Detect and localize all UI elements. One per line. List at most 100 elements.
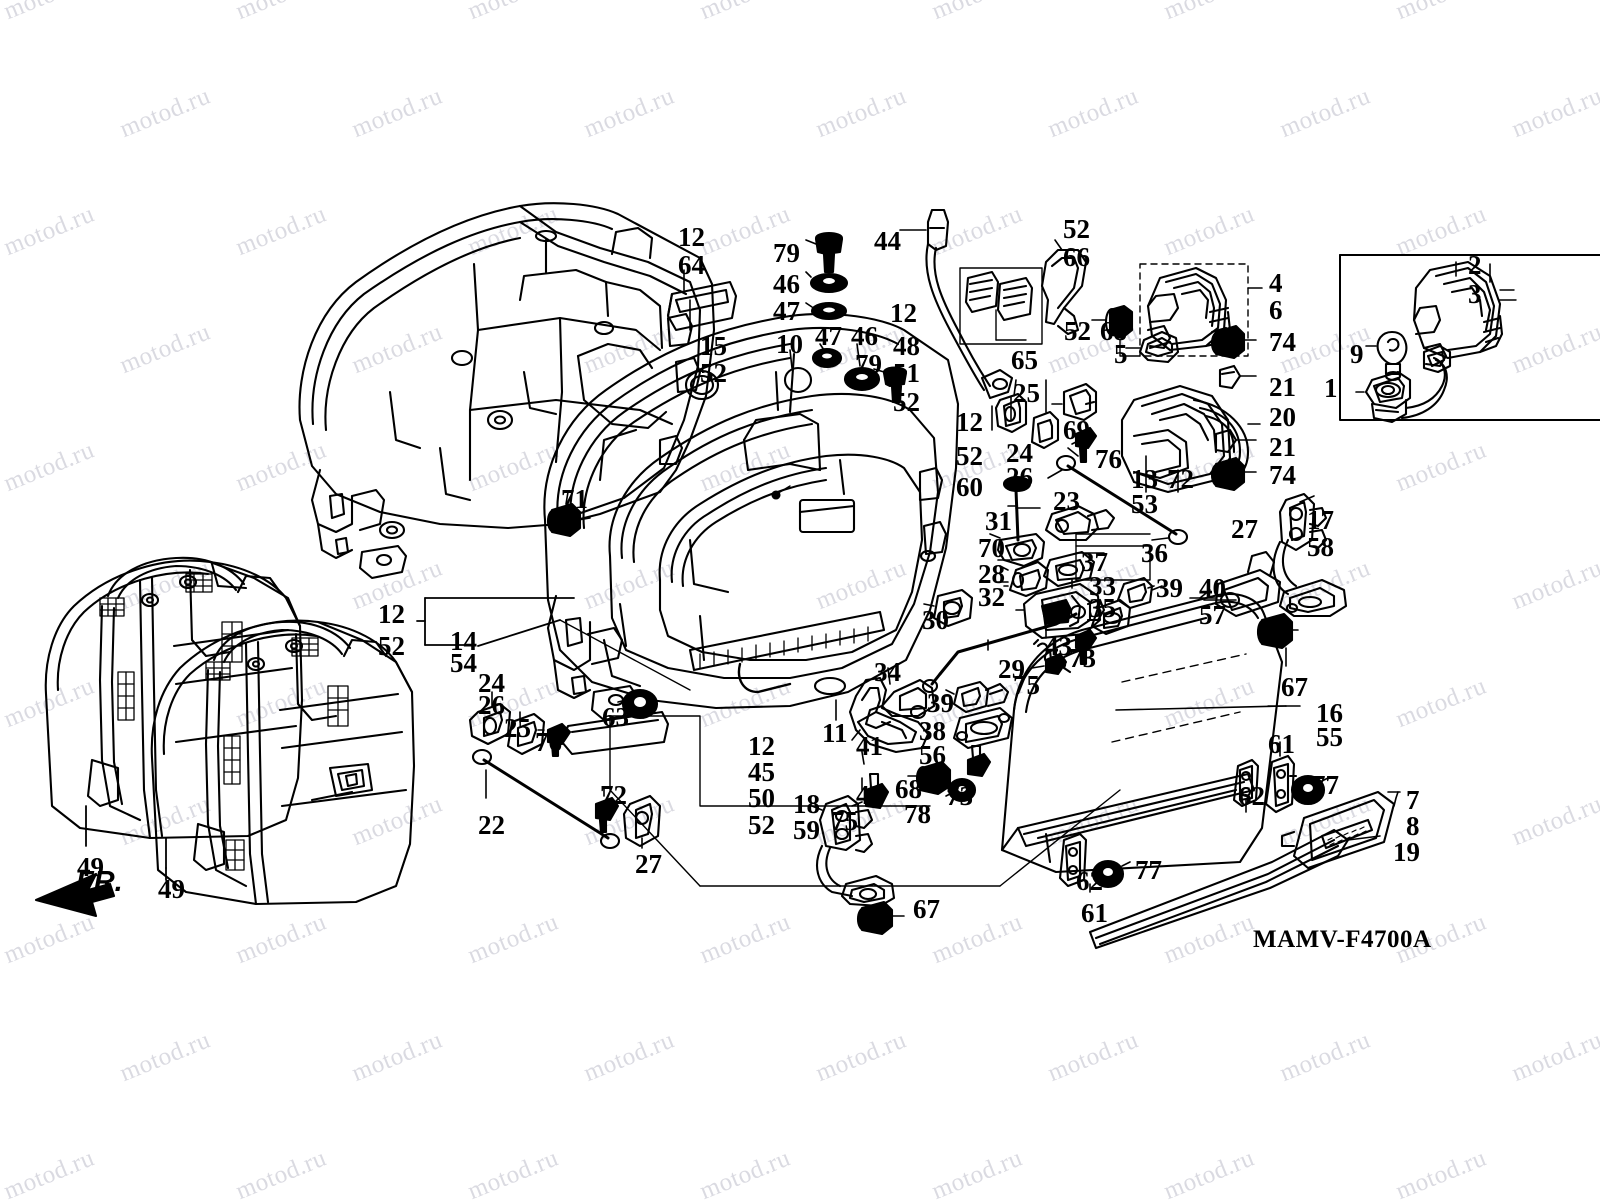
callout-number: 38 [919,716,946,746]
nut-68b [907,760,952,796]
lock-assembly-4-6 [1091,263,1263,364]
trim-strip-19 [1088,828,1381,950]
callout-number: 3 [1468,279,1482,309]
callout-number: 61 [1268,729,1295,759]
fastener-47b [811,343,843,369]
callout-number: 26 [478,690,505,720]
callout-number: 74 [1269,460,1296,490]
callout-number: 43 [1045,631,1072,661]
rod-23-36 [1047,454,1189,546]
callout-number: 48 [893,331,920,361]
callout-number: 50 [748,783,775,813]
callout-number: 52 [893,387,920,417]
callout-number: 37 [1081,547,1108,577]
inset-detail-box [1339,254,1600,424]
clip-39b [943,680,1010,714]
callout-number: 47 [815,321,842,351]
screw-42-75b [851,772,890,810]
callout-number: 22 [478,810,505,840]
callout-number: 44 [874,226,901,256]
callout-number: 11 [822,718,848,748]
callout-number: 63 [602,702,629,732]
callout-number: 26 [1006,462,1033,492]
callout-number: 4 [1269,268,1283,298]
bolt-79b [873,366,908,404]
callout-number: 54 [450,648,477,678]
callout-number: 76 [535,727,562,757]
bolt-67b [856,900,905,936]
callout-number: 52 [700,358,727,388]
callout-number: 24 [478,668,505,698]
clip-plate-64 [666,280,738,332]
callout-number: 25 [1013,378,1040,408]
callout-number: 57 [1199,600,1226,630]
screw-73a [1074,628,1098,666]
callout-number: 76 [1095,444,1122,474]
callout-number: 9 [1350,339,1364,369]
callout-number: 58 [1307,532,1334,562]
callout-number: 27 [1231,514,1258,544]
screw-76 [1071,426,1098,464]
callout-number: 72 [600,780,627,810]
callout-number: 16 [1316,698,1343,728]
fastener-stack-79-46-47 [805,231,849,321]
callout-number: 12 [956,407,983,437]
callout-number: 60 [956,472,983,502]
callout-number: 1 [1324,373,1338,403]
callout-number: 41 [856,731,883,761]
callout-number: 40 [1199,573,1226,603]
callout-number: 24 [1006,438,1033,468]
callout-number: 19 [1393,837,1420,867]
front-direction-label: FR. [76,866,123,898]
fastener-46b [843,343,881,392]
washer-78 [945,777,977,803]
callout-number: 61 [1081,898,1108,928]
screw-72b [594,787,620,834]
callout-number: 73 [946,781,973,811]
callout-number: 71 [561,484,588,514]
callout-number: 36 [1141,538,1168,568]
callout-number: 34 [874,657,901,687]
callout-number: 65 [1011,345,1038,375]
callout-number: 14 [450,626,477,656]
callout-number: 68 [895,774,922,804]
callout-number: 10 [776,329,803,359]
saddlebag-liner-bags [44,556,416,906]
callout-number: 23 [1053,486,1080,516]
callout-number: 70 [978,533,1005,563]
callout-number: 77 [1135,855,1162,885]
callout-number: 12 [378,599,405,629]
callout-number: 52 [378,631,405,661]
plate-62b [1058,832,1091,893]
grommet-10 [783,366,813,394]
bolt-67a [1256,612,1299,667]
callout-number: 7 [1406,785,1420,815]
callout-number: 79 [773,238,800,268]
callout-number: 12 [678,222,705,252]
latch-assembly-37 [1042,504,1151,588]
clip-group-left [468,691,572,758]
reflector-lens-7-8 [1280,790,1399,870]
bracket-57 [1189,550,1282,618]
callout-number: 51 [893,358,920,388]
latch-block-33-35 [1015,579,1106,640]
callout-number: 55 [1316,722,1343,752]
callout-number: 42 [856,780,883,810]
saddlebag-inner-shell [298,202,716,580]
fr-direction-arrow [34,872,116,918]
callout-number: 18 [793,789,820,819]
callout-number: 79 [855,349,882,379]
callout-number: 35 [1089,593,1116,623]
callout-number: 66 [1063,242,1090,272]
callout-number: 47 [773,296,800,326]
latch-pin-31-70 [989,475,1046,568]
oring-52 [684,369,720,401]
callout-number: 29 [998,654,1025,684]
clip-27b [622,794,662,849]
callout-number: 52 [748,810,775,840]
callout-number: 67 [913,894,940,924]
callout-number: 59 [793,815,820,845]
grommet-77a [1288,774,1329,806]
lock-cable-44 [899,208,1014,400]
bolt-71 [546,491,591,538]
